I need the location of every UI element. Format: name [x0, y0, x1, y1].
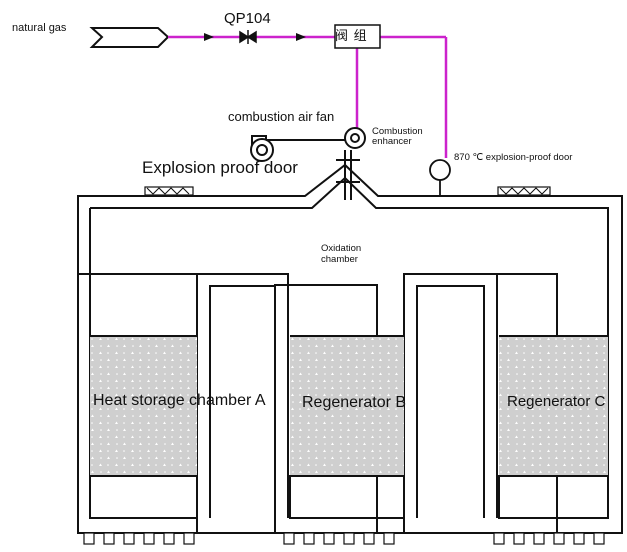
combustion-enhancer	[336, 127, 366, 200]
label-regenerator-b: Regenerator B	[302, 394, 407, 411]
label-explosion-proof-door-870: 870 ℃ explosion-proof door	[454, 152, 573, 163]
valve-group-box	[334, 24, 381, 49]
label-explosion-proof-door: Explosion proof door	[142, 158, 298, 177]
support-feet	[83, 532, 605, 545]
label-natural-gas: natural gas	[12, 22, 67, 34]
chamber-a	[89, 335, 198, 519]
label-combustion-enhancer: Combustion enhancer	[372, 126, 423, 148]
label-heat-storage-a: Heat storage chamber A	[93, 392, 266, 409]
partition-wall-bc	[403, 273, 498, 518]
label-regenerator-c: Regenerator C	[507, 393, 606, 410]
valve-qp104	[239, 30, 257, 44]
label-combustion-air-fan: combustion air fan	[228, 109, 335, 124]
flow-arrow	[204, 33, 306, 41]
explosion-vent-left	[144, 186, 194, 196]
explosion-proof-door-870	[429, 159, 451, 196]
label-oxidation-chamber: Oxidation chamber	[321, 243, 362, 265]
label-valve-group: 阀 组	[335, 28, 368, 43]
chamber-b	[289, 335, 405, 519]
chamber-c	[498, 335, 609, 519]
label-valve-id: QP104	[224, 10, 271, 27]
explosion-vent-right	[497, 186, 551, 196]
gas-inlet-arrow	[89, 27, 170, 48]
